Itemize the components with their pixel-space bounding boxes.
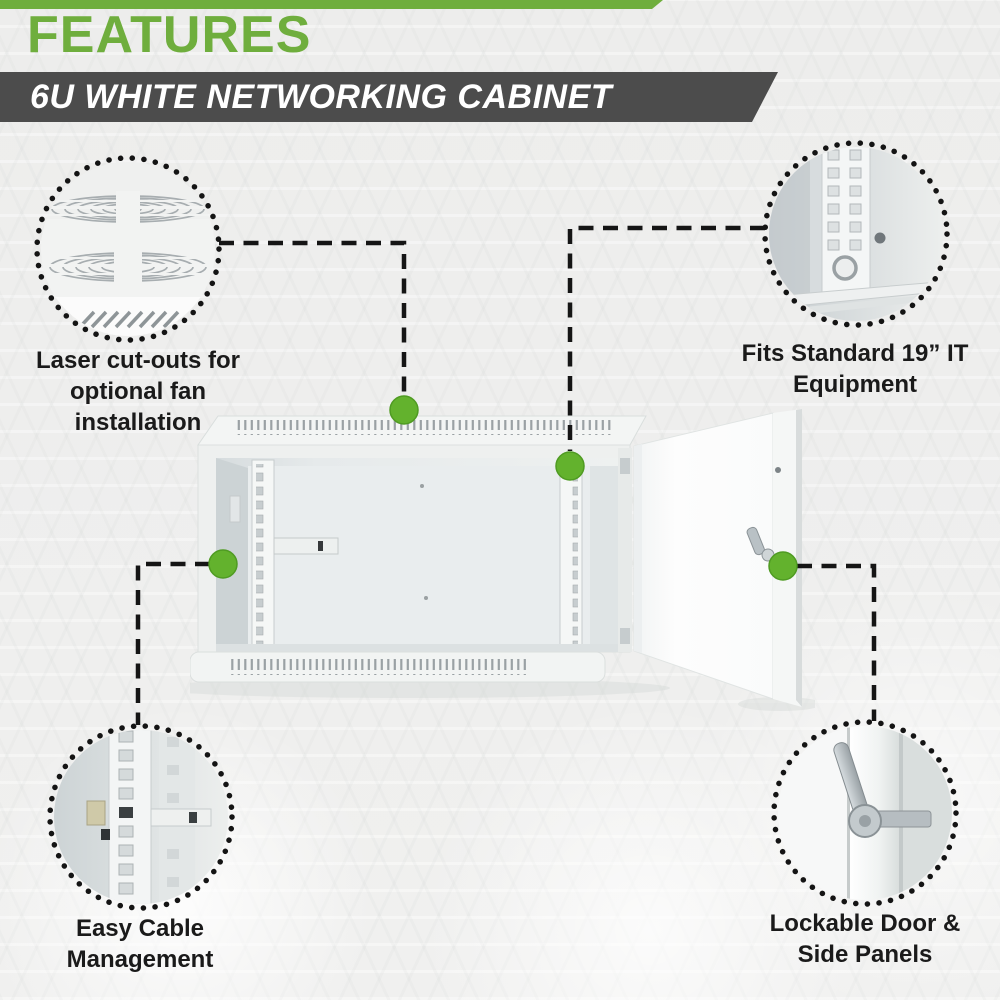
callout-cable-management: Easy Cable Management — [15, 717, 265, 997]
rack-rail-closeup-icon — [762, 140, 950, 328]
door-lock-lever — [746, 526, 765, 556]
roof-vent-slots — [235, 420, 613, 435]
product-banner-text: 6U WHITE NETWORKING CABINET — [30, 78, 613, 116]
fan-vent-cutouts-closeup-icon — [34, 155, 222, 343]
callout-rack-rail: Fits Standard 19” IT Equipment — [710, 134, 1000, 414]
rack-rail-photo — [769, 147, 943, 321]
door-hinge — [620, 458, 630, 474]
cabinet-door — [633, 412, 774, 700]
top-accent-bar — [0, 0, 663, 9]
dotted-ring — [771, 719, 959, 907]
cable-bracket — [273, 537, 339, 555]
dotted-ring — [762, 140, 950, 328]
page-title: FEATURES — [27, 6, 312, 64]
callout-lock: Lockable Door & Side Panels — [745, 713, 985, 998]
callout-fan-label: Laser cut-outs for optional fan installa… — [35, 347, 241, 436]
callout-fan-cutouts: Laser cut-outs for optional fan installa… — [13, 149, 263, 449]
door-lock — [761, 548, 775, 562]
callout-lock-label: Lockable Door & Side Panels — [769, 910, 961, 968]
door-hinge — [620, 628, 630, 644]
callout-rack-label: Fits Standard 19” IT Equipment — [741, 340, 969, 398]
cable-rail-photo — [54, 730, 228, 904]
cabinet-back-panel — [248, 466, 590, 646]
base-vent-slots — [228, 659, 530, 675]
callout-cable-label: Easy Cable Management — [66, 915, 214, 973]
screw-icon — [874, 232, 886, 244]
door-lock-closeup-icon — [771, 719, 959, 907]
product-banner: 6U WHITE NETWORKING CABINET — [0, 72, 778, 122]
cabinet-illustration — [190, 409, 815, 711]
cable-rail-closeup-icon — [47, 723, 235, 911]
dotted-ring — [47, 723, 235, 911]
